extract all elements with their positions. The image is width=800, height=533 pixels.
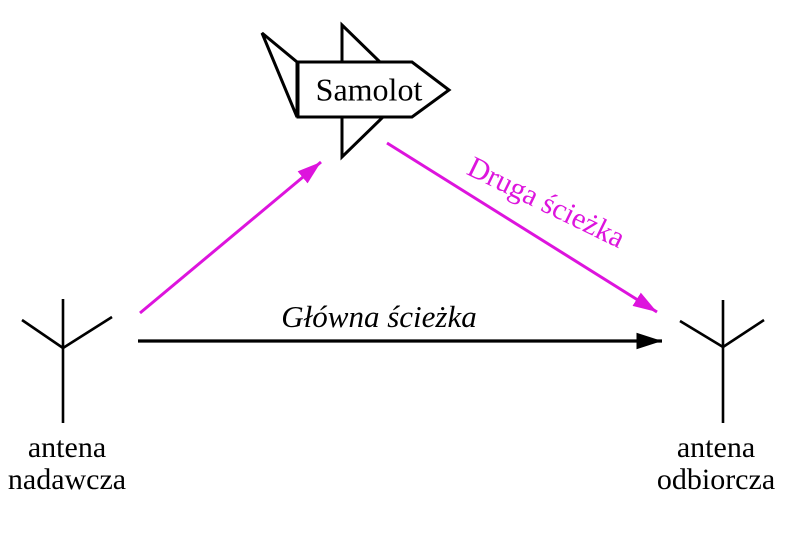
airplane-label: Samolot (315, 71, 423, 108)
transmitting-antenna-label: antena nadawcza (8, 432, 126, 496)
receiving-antenna-label-line2: odbiorcza (656, 463, 776, 496)
receiving-antenna-icon (679, 300, 765, 423)
airplane-icon (260, 21, 452, 161)
transmitting-antenna-left-prong (21, 318, 64, 350)
transmitting-antenna-icon (21, 299, 113, 423)
receiving-antenna-left-prong (679, 319, 724, 349)
transmitting-antenna-label-line1: antena (27, 431, 107, 464)
receiving-antenna-label: antena odbiorcza (657, 432, 775, 496)
airplane-lower-wing (340, 115, 387, 161)
airplane-tail-fin (260, 31, 299, 118)
transmitting-antenna-right-prong (62, 315, 113, 350)
receiving-antenna-label-line1: antena (676, 431, 756, 464)
receiving-antenna-right-prong (722, 318, 765, 349)
airplane-body (296, 60, 452, 119)
airplane-upper-wing (340, 21, 384, 64)
second-path-arrow-up (139, 160, 322, 315)
main-path-label: Główna ścieżka (281, 299, 477, 334)
second-path-arrow-down (386, 141, 658, 314)
transmitting-antenna-label-line2: nadawcza (7, 463, 127, 496)
